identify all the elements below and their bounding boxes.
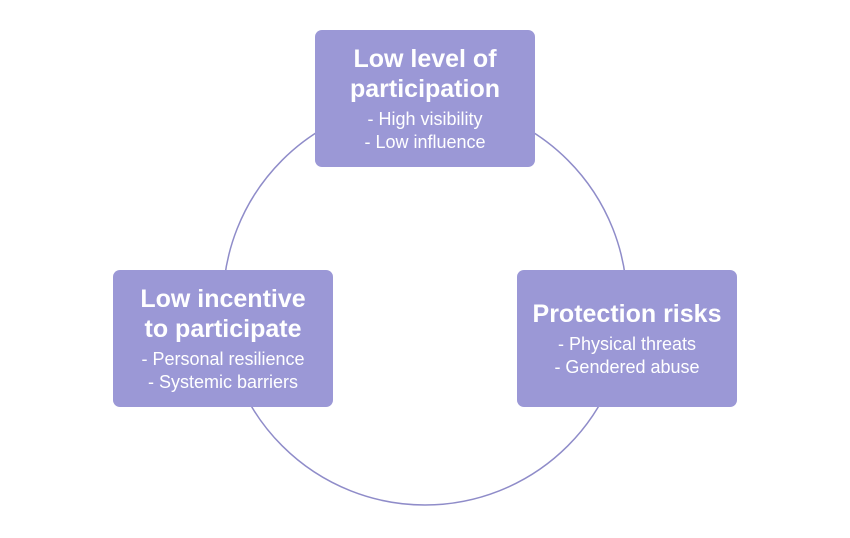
- cycle-node-low-level-of-participation: Low level of participation - High visibi…: [315, 30, 535, 167]
- node-title: Low incentive to participate: [140, 284, 305, 344]
- node-bullet-list: - Physical threats - Gendered abuse: [554, 333, 699, 379]
- cycle-node-protection-risks: Protection risks - Physical threats - Ge…: [517, 270, 737, 407]
- node-bullet-list: - High visibility - Low influence: [364, 108, 485, 154]
- node-title-line: Protection risks: [532, 299, 722, 328]
- node-title-line: Low incentive: [140, 284, 306, 313]
- node-title: Protection risks: [533, 299, 722, 329]
- node-bullet: - Physical threats: [557, 333, 697, 354]
- node-title-line: to participate: [144, 314, 302, 343]
- node-title-line: Low level of: [353, 44, 497, 73]
- node-bullet: - High visibility: [367, 108, 483, 129]
- node-title-line: participation: [349, 74, 500, 103]
- cycle-node-low-incentive-to-participate: Low incentive to participate - Personal …: [113, 270, 333, 407]
- node-bullet: - Gendered abuse: [554, 356, 700, 377]
- node-title: Low level of participation: [350, 44, 500, 104]
- node-bullet: - Personal resilience: [141, 348, 305, 369]
- node-bullet: - Systemic barriers: [147, 371, 298, 392]
- node-bullet-list: - Personal resilience - Systemic barrier…: [141, 348, 304, 394]
- node-bullet: - Low influence: [364, 131, 486, 152]
